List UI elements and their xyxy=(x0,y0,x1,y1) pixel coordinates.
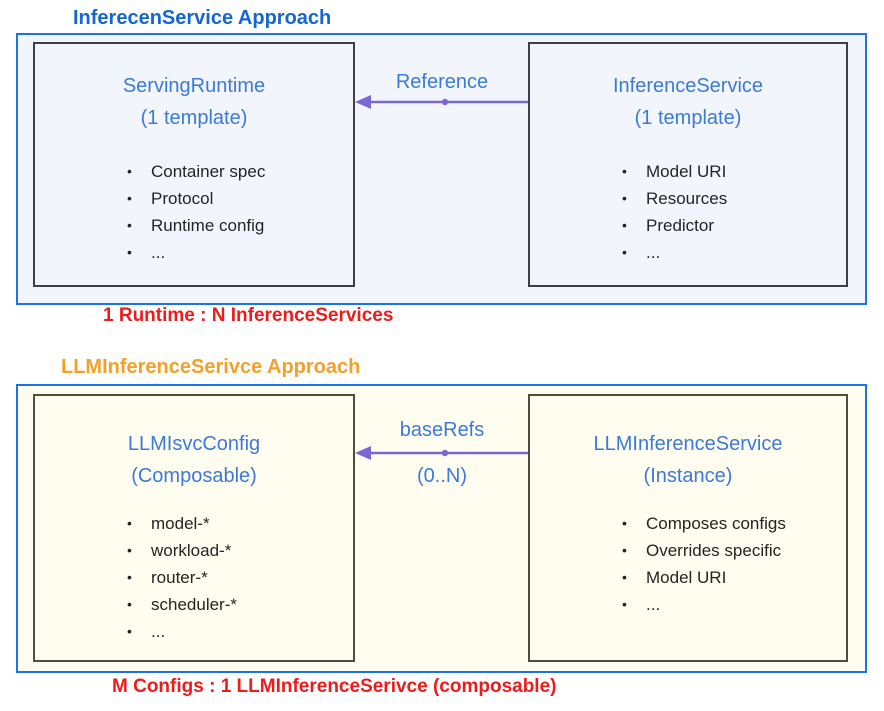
list-item: router-* xyxy=(127,564,353,591)
runtime-cardinality-caption: 1 Runtime : N InferenceServices xyxy=(103,305,394,326)
list-item: model-* xyxy=(127,510,353,537)
inference-service-list: Model URI Resources Predictor ... xyxy=(530,158,846,266)
list-item: Composes configs xyxy=(622,510,846,537)
serving-runtime-subtitle: (1 template) xyxy=(140,107,248,129)
serving-runtime-box: ServingRuntime (1 template) Container sp… xyxy=(33,42,355,287)
configs-cardinality-caption: M Configs : 1 LLMInferenceSerivce (compo… xyxy=(112,676,557,697)
inference-service-heading: InferenceService (1 template) xyxy=(530,70,846,134)
baserefs-left-arrow-icon xyxy=(355,446,528,460)
reference-left-arrow-icon xyxy=(355,95,528,109)
list-item: ... xyxy=(622,239,846,266)
list-item: workload-* xyxy=(127,537,353,564)
reference-arrow-label: Reference xyxy=(395,71,489,93)
list-item: Model URI xyxy=(622,564,846,591)
llminferenceservice-title: LLMInferenceService xyxy=(593,433,783,455)
llminferenceservice-approach-title: LLMInferenceSerivce Approach xyxy=(61,356,361,378)
list-item: Container spec xyxy=(127,158,353,185)
serving-runtime-heading: ServingRuntime (1 template) xyxy=(35,70,353,134)
llminferenceservice-subtitle: (Instance) xyxy=(643,465,733,487)
llminferenceservice-list: Composes configs Overrides specific Mode… xyxy=(530,510,846,618)
llmisvcconfig-list: model-* workload-* router-* scheduler-* … xyxy=(35,510,353,645)
llmisvcconfig-title: LLMIsvcConfig xyxy=(127,433,261,455)
inference-service-box: InferenceService (1 template) Model URI … xyxy=(528,42,848,287)
list-item: Protocol xyxy=(127,185,353,212)
list-item: Runtime config xyxy=(127,212,353,239)
baserefs-arrow-label: baseRefs xyxy=(399,419,485,441)
llminferenceservice-box: LLMInferenceService (Instance) Composes … xyxy=(528,394,848,662)
list-item: scheduler-* xyxy=(127,591,353,618)
llmisvcconfig-box: LLMIsvcConfig (Composable) model-* workl… xyxy=(33,394,355,662)
list-item: Predictor xyxy=(622,212,846,239)
serving-runtime-title: ServingRuntime xyxy=(122,75,266,97)
list-item: Resources xyxy=(622,185,846,212)
arrow-midpoint-dot xyxy=(441,449,449,457)
baserefs-cardinality-label: (0..N) xyxy=(417,465,467,487)
list-item: ... xyxy=(127,239,353,266)
list-item: ... xyxy=(622,591,846,618)
inferenceservice-approach-title: InferecenService Approach xyxy=(73,7,332,29)
inference-service-title: InferenceService xyxy=(612,75,764,97)
llmisvcconfig-subtitle: (Composable) xyxy=(131,465,257,487)
inference-service-subtitle: (1 template) xyxy=(634,107,742,129)
llminferenceservice-approach-container: LLMIsvcConfig (Composable) model-* workl… xyxy=(16,384,867,673)
list-item: ... xyxy=(127,618,353,645)
inferenceservice-approach-container: ServingRuntime (1 template) Container sp… xyxy=(16,33,867,305)
serving-runtime-list: Container spec Protocol Runtime config .… xyxy=(35,158,353,266)
list-item: Model URI xyxy=(622,158,846,185)
list-item: Overrides specific xyxy=(622,537,846,564)
arrow-midpoint-dot xyxy=(441,98,449,106)
llminferenceservice-heading: LLMInferenceService (Instance) xyxy=(530,428,846,492)
llmisvcconfig-heading: LLMIsvcConfig (Composable) xyxy=(35,428,353,492)
